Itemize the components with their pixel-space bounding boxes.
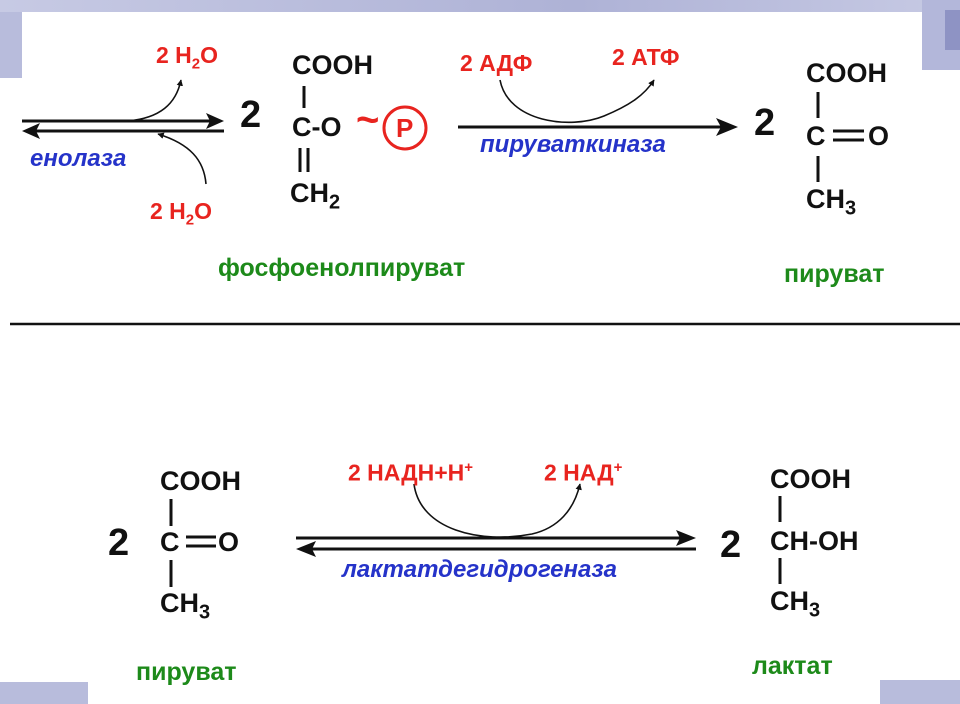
ldh-reverse-arrowhead xyxy=(296,541,316,557)
slide-frame-bottom-left xyxy=(0,682,88,704)
enolase-reverse-arrowhead xyxy=(22,123,40,139)
water-bottom-tail: O xyxy=(194,198,213,224)
nad-superscript: + xyxy=(613,459,623,476)
lactate-ch3: CH3 xyxy=(770,586,821,622)
pyruvate-top-ch3-main: CH xyxy=(806,184,845,214)
slide-frame-top-bar xyxy=(0,0,960,12)
ldh-forward-arrowhead xyxy=(676,530,696,546)
water-top-coef: 2 H xyxy=(156,42,192,68)
pyruvate-top-o: O xyxy=(868,121,890,151)
pyruvate-bottom-o: O xyxy=(218,527,240,557)
water-top-label: 2 H2O xyxy=(156,44,218,72)
adp-atp-curve xyxy=(499,79,655,124)
nadh-nad-curve xyxy=(413,483,582,538)
pep-ch2-main: CH xyxy=(290,178,329,208)
lactate-ch3-subscript: 3 xyxy=(809,599,821,622)
enolase-forward-arrowhead xyxy=(206,113,224,129)
pyruvate-bottom-c: C xyxy=(160,527,180,557)
pyruvate-top-coefficient: 2 xyxy=(754,102,776,144)
enolase-label: енолаза xyxy=(30,145,127,172)
ldh-label: лактатдегидрогеназа xyxy=(342,556,617,583)
lactate-coefficient: 2 xyxy=(720,524,742,566)
water-bottom-coef: 2 H xyxy=(150,198,186,224)
pep-ch2: CH2 xyxy=(290,178,341,214)
water-bottom-label: 2 H2O xyxy=(150,200,212,228)
nadh-label: 2 НАДН+Н+ xyxy=(348,460,473,485)
high-energy-bond-tilde: ~ xyxy=(356,98,380,142)
phosphate-label: P xyxy=(396,113,414,143)
nad-label: 2 НАД+ xyxy=(544,460,622,485)
pyruvate-kinase-arrowhead xyxy=(716,118,738,136)
nad-main: 2 НАД xyxy=(544,459,614,486)
water-top-subscript: 2 xyxy=(191,55,201,73)
pep-coefficient: 2 xyxy=(240,94,262,136)
water-release-curve xyxy=(127,79,183,122)
phosphate-circle xyxy=(382,105,428,151)
water-uptake-curve xyxy=(157,132,207,185)
pep-name: фосфоенолпируват xyxy=(218,254,466,282)
pyruvate-top-ch3: CH3 xyxy=(806,184,857,220)
nadh-main: 2 НАДН+Н xyxy=(348,459,465,486)
slide-frame-top-left xyxy=(0,0,22,78)
lactate-cooh: COOH xyxy=(770,464,851,494)
lactate-ch-oh: CH-OH xyxy=(770,526,859,556)
pyruvate-kinase-label: пируваткиназа xyxy=(480,131,666,158)
water-top-tail: O xyxy=(200,42,219,68)
slide-frame-top-right-shade xyxy=(945,10,960,50)
pep-ch2-subscript: 2 xyxy=(329,191,341,214)
pyruvate-top-c: C xyxy=(806,121,826,151)
pyruvate-top-cooh: COOH xyxy=(806,58,887,88)
pyruvate-top-ch3-subscript: 3 xyxy=(845,197,857,220)
water-bottom-subscript: 2 xyxy=(185,211,195,229)
slide-frame-bottom-right xyxy=(880,680,960,704)
pyruvate-bottom-ch3-main: CH xyxy=(160,588,199,618)
pep-c-o: C-O xyxy=(292,112,342,142)
pyruvate-bottom-ch3: CH3 xyxy=(160,588,211,624)
pyruvate-bottom-ch3-subscript: 3 xyxy=(199,601,211,624)
pyruvate-bottom-name: пируват xyxy=(136,658,237,686)
lactate-name: лактат xyxy=(752,652,833,680)
pyruvate-bottom-cooh: COOH xyxy=(160,466,241,496)
lactate-ch3-main: CH xyxy=(770,586,809,616)
pep-cooh: COOH xyxy=(292,50,373,80)
atp-label: 2 АТФ xyxy=(612,44,680,70)
nadh-superscript: + xyxy=(464,459,474,476)
adp-label: 2 АДФ xyxy=(460,50,533,76)
pyruvate-top-name: пируват xyxy=(784,260,885,288)
pyruvate-bottom-coefficient: 2 xyxy=(108,522,130,564)
